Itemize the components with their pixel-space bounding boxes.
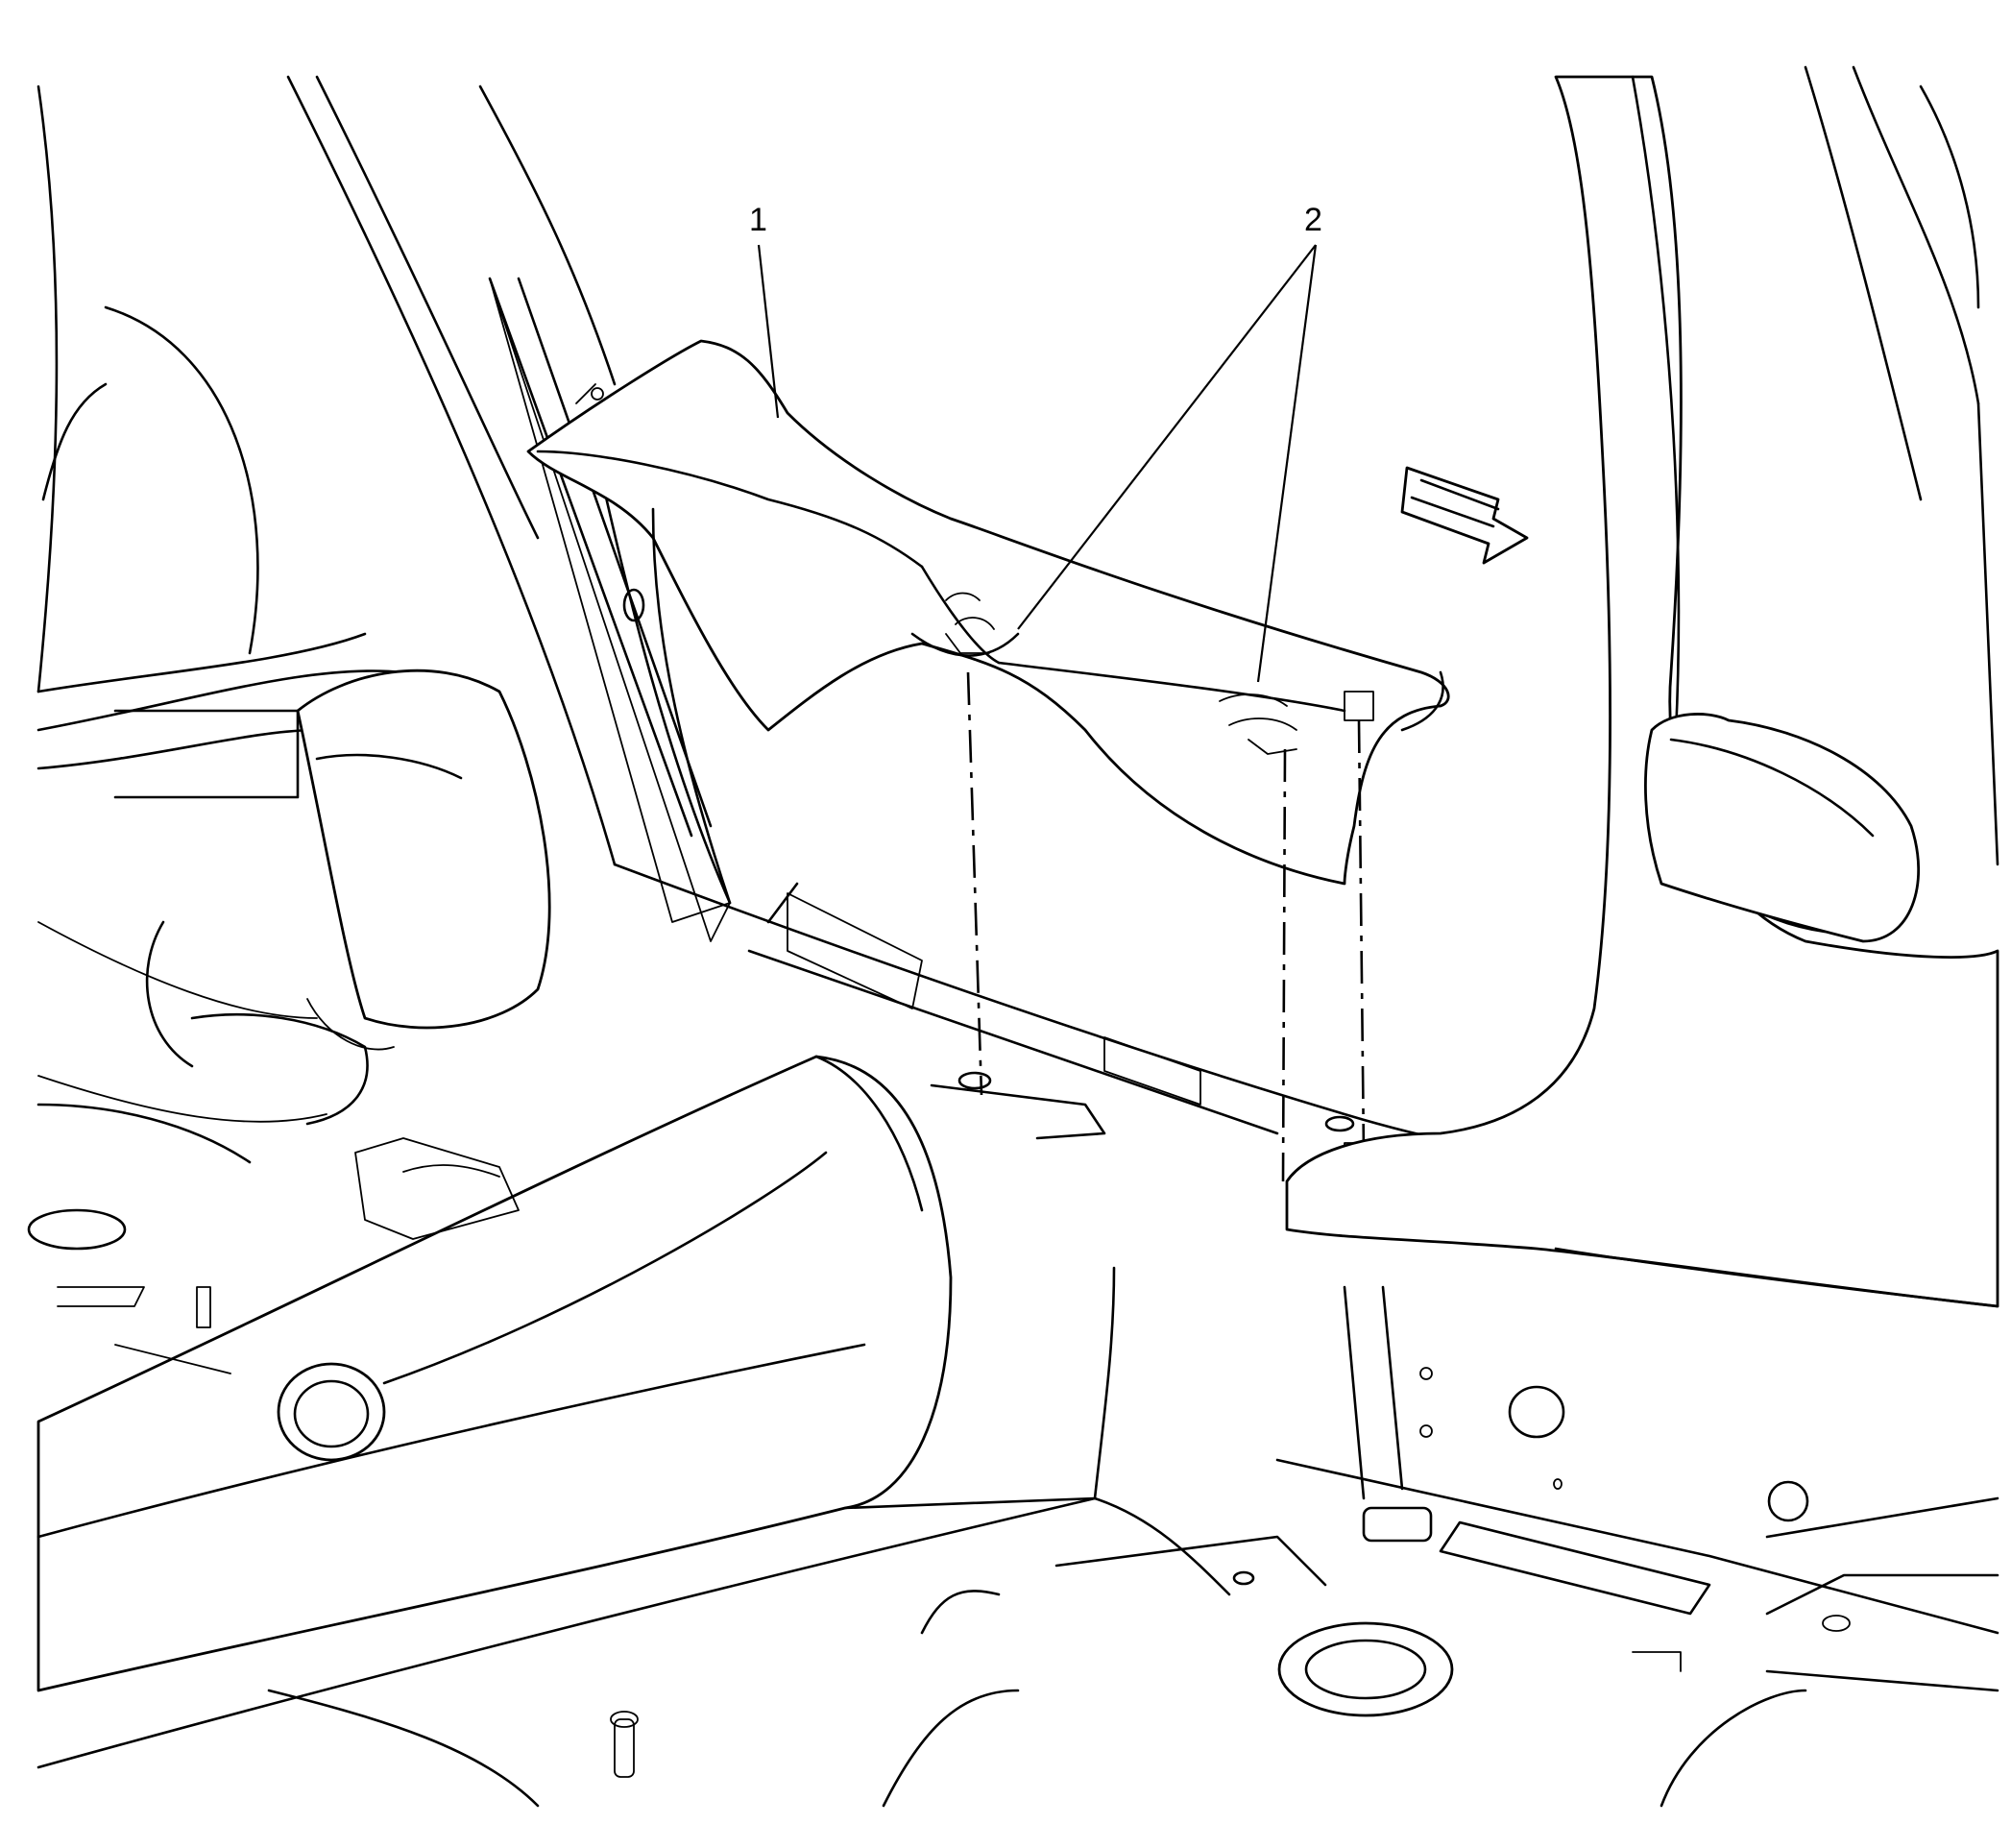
seat-headrest-bracket	[296, 669, 551, 1051]
callout-label-1: 1	[749, 202, 767, 238]
callout-2-leaders	[1017, 244, 1318, 683]
rear-pillar-trim-panel	[526, 339, 1450, 905]
direction-arrow-icon	[1400, 466, 1529, 565]
window-pillar-lines	[286, 75, 732, 905]
fastener-mark-left	[945, 592, 995, 654]
quarter-panel-holes	[1419, 1367, 1809, 1522]
seat-back-shape	[36, 85, 448, 1123]
rear-window-frame	[1644, 65, 1999, 943]
b-pillar-trim	[1285, 75, 1999, 1500]
seat-cushion-shape	[27, 920, 369, 1251]
alignment-lines	[966, 671, 1366, 1182]
center-console	[36, 1055, 953, 1692]
callout-label-2: 2	[1304, 202, 1322, 238]
callout-1-leader	[757, 244, 780, 419]
floor-pan	[36, 1266, 1999, 1808]
